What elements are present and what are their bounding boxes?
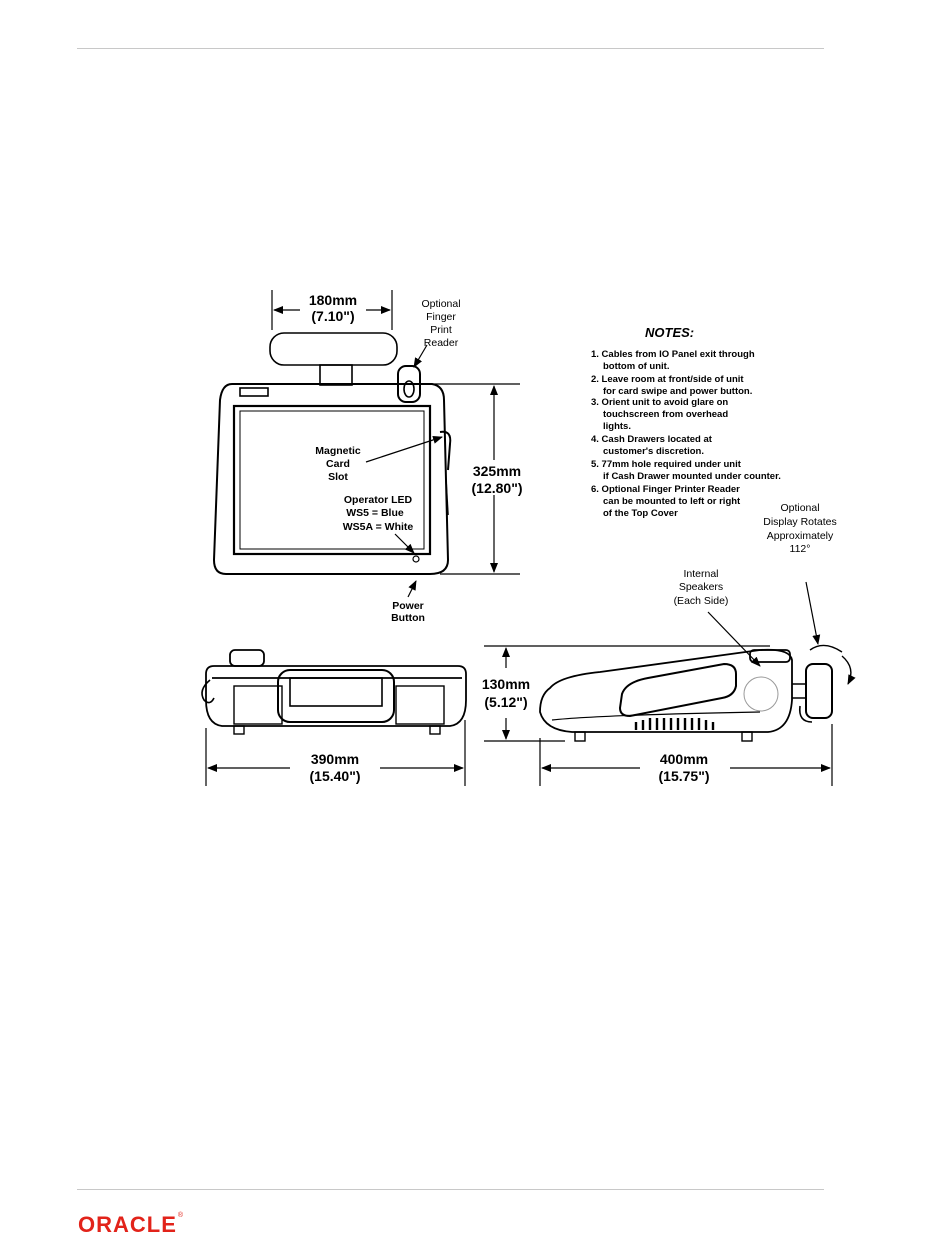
- side-height-mm: 130mm: [482, 676, 530, 692]
- speakers-label-1: Internal: [683, 568, 718, 580]
- display-rotates-label-3: Approximately: [767, 530, 834, 542]
- card-slot-label-2: Card: [326, 458, 350, 470]
- side-height-in: (5.12"): [484, 694, 527, 710]
- operator-led-label-2: WS5 = Blue: [346, 507, 404, 519]
- top-width-mm: 180mm: [309, 292, 357, 308]
- note-2-line-1: 2. Leave room at front/side of unit: [591, 374, 744, 385]
- corner-badge: [239, 387, 269, 397]
- card-slot-label-3: Slot: [328, 471, 348, 483]
- speakers-label-3: (Each Side): [674, 595, 729, 607]
- display-rotates-label-2: Display Rotates: [763, 516, 837, 528]
- depth-in: (15.75"): [659, 768, 710, 784]
- rear-display-window: [289, 677, 383, 707]
- terminal-body: [212, 383, 450, 575]
- vent-grille: [634, 718, 715, 730]
- top-width-in: (7.10"): [311, 308, 354, 324]
- note-6-line-2: can be mounted to left or right: [603, 496, 741, 507]
- rear-top-bump: [229, 649, 265, 667]
- magnetic-card-slot: [439, 430, 452, 471]
- depth-mm: 400mm: [660, 751, 708, 767]
- rear-body: [205, 665, 467, 727]
- speakers-label-2: Speakers: [679, 581, 723, 593]
- registered-mark: ®: [177, 1212, 185, 1219]
- note-4-line-1: 4. Cash Drawers located at: [591, 434, 713, 445]
- notes-block: NOTES: 1. Cables from IO Panel exit thro…: [591, 325, 781, 519]
- display-neck: [319, 364, 353, 386]
- finger-reader-label-4: Reader: [424, 337, 459, 349]
- note-5-line-2: if Cash Drawer mounted under counter.: [603, 471, 781, 482]
- note-1-line-2: bottom of unit.: [603, 361, 669, 372]
- note-6-line-1: 6. Optional Finger Printer Reader: [591, 484, 740, 495]
- side-dimensions: [484, 581, 833, 786]
- note-3-line-1: 3. Orient unit to avoid glare on: [591, 397, 728, 408]
- operator-led: [412, 555, 420, 563]
- height-mm: 325mm: [473, 463, 521, 479]
- display-rotates-label-4: 112°: [790, 543, 811, 555]
- front-dimensions: [271, 290, 520, 598]
- customer-display-head: [269, 332, 398, 366]
- internal-speaker: [743, 676, 779, 712]
- header-rule: [77, 48, 824, 49]
- rotation-arrow: [841, 655, 856, 685]
- footer-rule: [77, 1189, 824, 1190]
- power-button-label-1: Power: [392, 600, 424, 612]
- rear-display-bezel: [277, 669, 395, 723]
- operator-led-label-1: Operator LED: [344, 494, 413, 506]
- card-slot-label-1: Magnetic: [315, 445, 361, 457]
- height-in: (12.80"): [472, 480, 523, 496]
- finger-print-reader: [397, 365, 421, 403]
- oracle-logo-text: ORACLE: [78, 1212, 177, 1237]
- rear-width-in: (15.40"): [310, 768, 361, 784]
- operator-led-label-3: WS5A = White: [343, 521, 414, 533]
- front-view: [212, 332, 452, 575]
- display-rotates-label-1: Optional: [780, 502, 819, 514]
- touchscreen: [232, 404, 432, 556]
- rear-view: [201, 649, 467, 735]
- note-5-line-1: 5. 77mm hole required under unit: [591, 459, 742, 470]
- finger-reader-label-1: Optional: [421, 298, 460, 310]
- finger-reader-label-3: Print: [430, 324, 452, 336]
- power-button-label-2: Button: [391, 612, 425, 624]
- side-handle: [618, 662, 737, 718]
- note-1-line-1: 1. Cables from IO Panel exit through: [591, 349, 755, 360]
- rear-width-mm: 390mm: [311, 751, 359, 767]
- note-2-line-2: for card swipe and power button.: [603, 386, 752, 397]
- finger-reader-label-2: Finger: [426, 311, 456, 323]
- note-3-line-2: touchscreen from overhead: [603, 409, 728, 420]
- note-3-line-3: lights.: [603, 421, 631, 432]
- rotating-display: [805, 663, 833, 719]
- notes-heading: NOTES:: [645, 325, 694, 340]
- rear-dimensions: [205, 720, 466, 786]
- note-4-line-2: customer's discretion.: [603, 446, 704, 457]
- note-6-line-3: of the Top Cover: [603, 508, 678, 519]
- side-view: [539, 644, 856, 742]
- oracle-logo: ORACLE®: [78, 1212, 184, 1238]
- side-body: [539, 648, 793, 733]
